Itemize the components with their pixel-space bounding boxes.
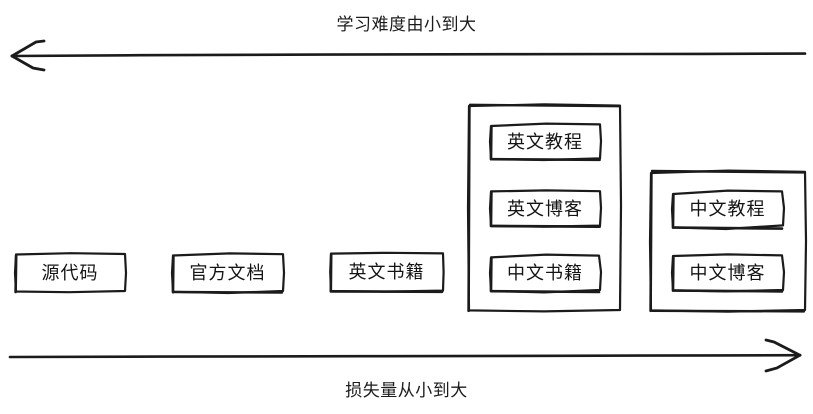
node-chinese-books[interactable]: 中文书籍 (488, 253, 603, 294)
node-outline (329, 251, 445, 294)
node-outline (488, 189, 603, 228)
node-outline (488, 122, 603, 162)
node-english-blog[interactable]: 英文博客 (488, 189, 603, 228)
node-outline (13, 252, 128, 294)
node-source-code[interactable]: 源代码 (13, 252, 128, 294)
bottom-axis-label: 损失量从小到大 (345, 381, 468, 401)
node-outline (170, 252, 286, 295)
node-english-tutorial[interactable]: 英文教程 (488, 122, 603, 162)
node-outline (488, 253, 603, 294)
node-english-books[interactable]: 英文书籍 (329, 251, 445, 294)
node-label: 英文博客 (507, 198, 583, 220)
top-axis-arrow (10, 39, 807, 72)
top-axis-label: 学习难度由小到大 (336, 15, 477, 35)
node-label: 中文教程 (689, 199, 766, 220)
node-label: 英文教程 (507, 131, 583, 153)
node-label: 源代码 (41, 263, 99, 284)
node-label: 官方文档 (189, 263, 266, 284)
node-chinese-tutorial[interactable]: 中文教程 (670, 189, 786, 231)
group-outline (648, 169, 808, 313)
node-label: 英文书籍 (348, 262, 425, 283)
node-label: 中文博客 (689, 263, 766, 284)
bottom-axis-arrow (8, 338, 802, 373)
node-label: 中文书籍 (507, 263, 583, 284)
node-outline (670, 189, 786, 231)
node-chinese-blog[interactable]: 中文博客 (670, 253, 786, 293)
node-outline (670, 253, 786, 293)
group-outline (466, 103, 623, 313)
node-official-docs[interactable]: 官方文档 (170, 252, 286, 295)
